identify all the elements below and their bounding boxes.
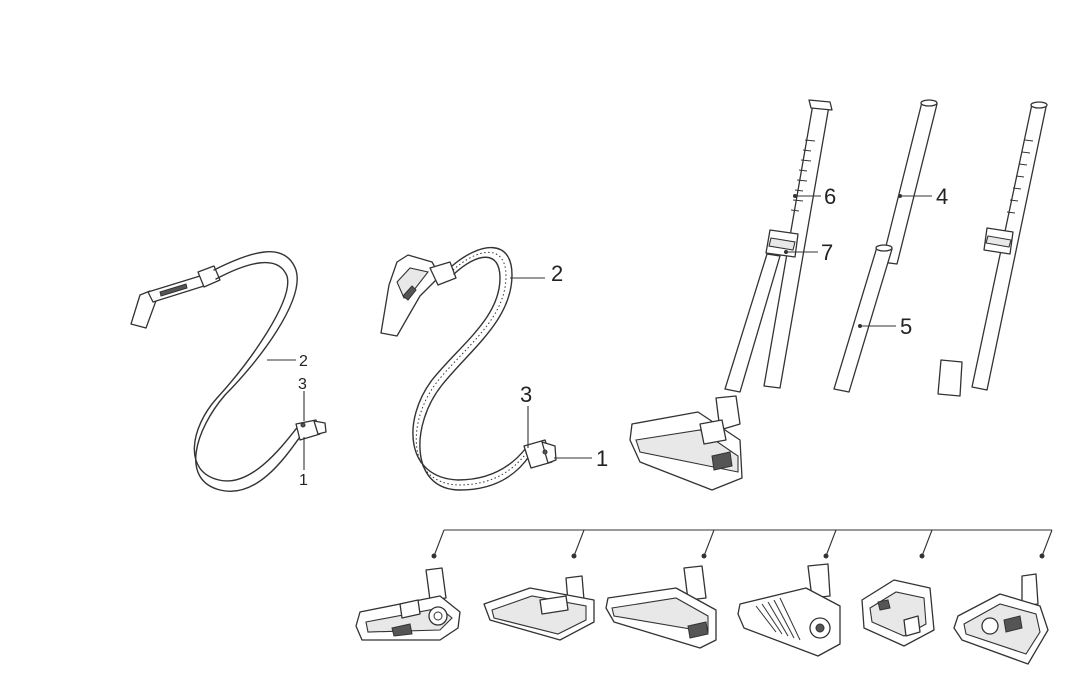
nozzle-mini-turbo	[861, 579, 935, 647]
hose-simple-tube	[195, 251, 306, 492]
label-upper-tube: 4	[936, 184, 948, 209]
label-slider: 7	[821, 240, 833, 265]
hose-handle-label-collar: 3	[520, 382, 532, 407]
hose-with-handle: 2 3 1	[380, 246, 608, 491]
nozzle-brush	[737, 563, 841, 657]
hose-handle-connector	[523, 439, 557, 469]
label-lower-tube: 5	[900, 314, 912, 339]
nozzle-combination	[605, 565, 717, 649]
hose-handle-grip	[380, 254, 457, 337]
telescopic-tube-assembly: 6 7 4 5	[629, 99, 1048, 491]
nozzle-options	[355, 529, 1053, 665]
hose-simple-connector	[295, 419, 327, 441]
hose-simple-label-collar: 3	[298, 376, 307, 393]
hose-simple-label-end: 1	[299, 472, 308, 489]
hose-handle-label-end: 1	[596, 446, 608, 471]
hose-simple-label-hose: 2	[299, 353, 308, 370]
hose-handle-tube	[419, 246, 531, 491]
hose-handle-label-hose: 2	[551, 261, 563, 286]
nozzle-flat-pad	[483, 575, 595, 641]
hose-simple-handle	[130, 265, 221, 329]
hose-simple: 2 3 1	[130, 251, 327, 492]
nozzle-pet-turbo	[953, 573, 1049, 665]
nozzle-turbo	[355, 567, 461, 641]
lower-tube	[833, 246, 893, 393]
upper-tube	[881, 101, 938, 265]
label-telescopic-tube: 6	[824, 184, 836, 209]
main-floor-nozzle	[629, 395, 743, 491]
